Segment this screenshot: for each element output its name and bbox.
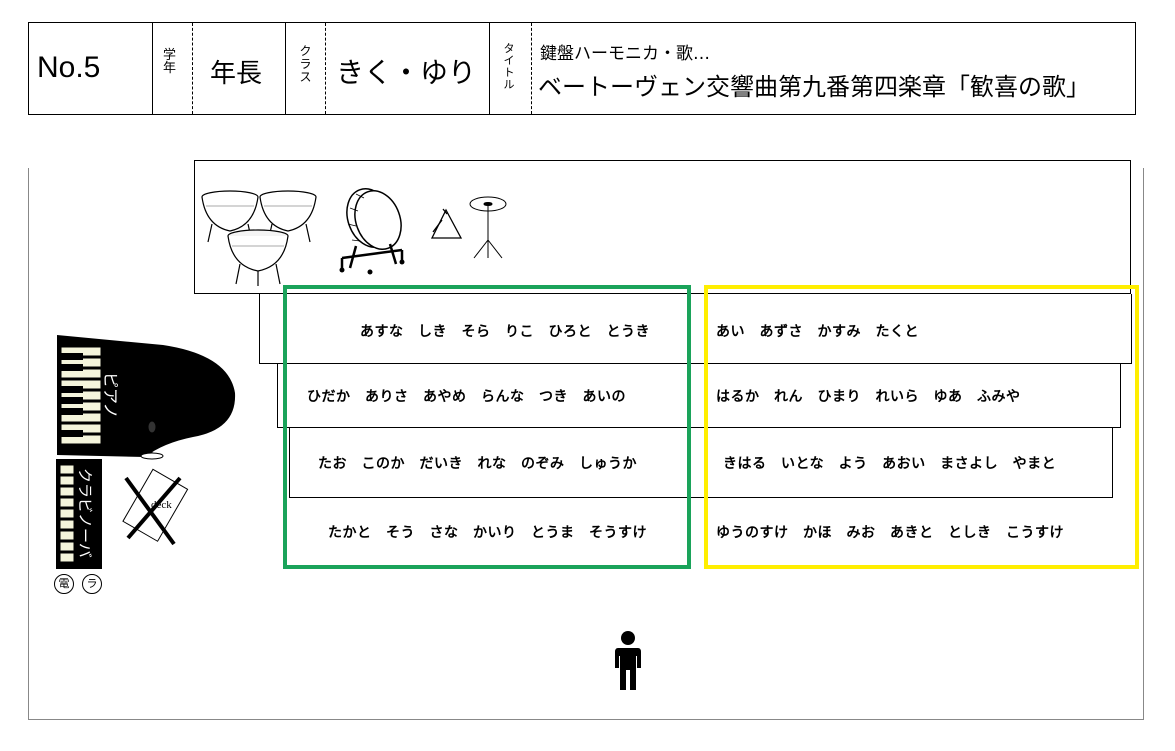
stage-layout [28,168,1144,720]
percussion-area [194,160,1131,294]
green-group-box [283,285,691,569]
left-row-4: たかと そう さな かいり とうま そうすけ [328,525,647,541]
triangle-icon [430,208,463,239]
title-label: タイトル [503,42,515,91]
deck-label: deck [151,499,172,511]
grade-label: 学年 [163,48,177,76]
cymbal-icon [469,196,507,259]
piano-label: ピアノ [101,372,120,419]
row-2-outline [277,363,1121,428]
right-row-2: はるか れん ひまり れいら ゆあ ふみや [716,389,1021,405]
right-row-1: あい あずさ かすみ たくと [716,324,919,340]
class-label-cell: クラス [285,23,325,114]
class-value: きく・ゆり [336,56,477,89]
circle-label-denki: 電 [54,574,74,594]
person-icon [615,631,641,690]
stage-right-edge [1143,168,1144,720]
right-row-3: きはる いとな よう あおい まさよし やまと [723,456,1057,472]
title-label-cell: タイトル [489,23,531,114]
left-row-1: あすな しき そら りこ ひろと とうき [360,324,650,340]
title: ベートーヴェン交響曲第九番第四楽章「歓喜の歌」 [538,73,1090,101]
timpani-icon [201,190,317,286]
grand-piano-icon [57,335,236,457]
microphone-icon [140,420,164,460]
document-number: No.5 [37,51,101,84]
title-cell: 鍵盤ハーモニカ・歌… ベートーヴェン交響曲第九番第四楽章「歓喜の歌」 [531,23,1135,114]
grade-value: 年長 [210,59,263,89]
bass-drum-icon [339,188,405,275]
row-1-outline [259,294,1132,364]
header-table: No.5 学年 年長 クラス きく・ゆり タイトル 鍵盤ハーモニカ・歌… ベート… [28,22,1136,115]
circle-label-ra: ラ [82,574,102,594]
grade-value-cell: 年長 [192,23,285,114]
subtitle: 鍵盤ハーモニカ・歌… [540,44,710,64]
class-value-cell: きく・ゆり [325,23,489,114]
class-label: クラス [299,44,312,84]
stage-left-edge [28,168,29,720]
right-row-4: ゆうのすけ かほ みお あきと としき こうすけ [716,525,1064,541]
stage-bottom-edge [28,719,1144,720]
clavinova-icon [56,459,102,569]
row-3-outline [289,427,1113,498]
yellow-group-box [704,285,1139,569]
crossed-deck-icon [122,468,189,546]
left-row-3: たお このか だいき れな のぞみ しゅうか [318,456,637,472]
clavinova-label: クラビノーバ [76,468,94,558]
left-row-2: ひだか ありさ あやめ らんな つき あいの [307,389,626,405]
grade-label-cell: 学年 [152,23,192,114]
